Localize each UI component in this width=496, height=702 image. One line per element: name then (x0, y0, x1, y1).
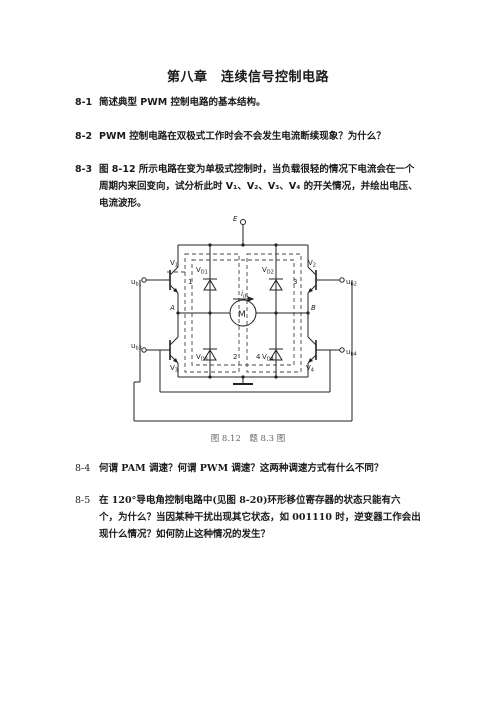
label-vd4: V (262, 353, 267, 361)
label-id-sub: d (243, 294, 247, 300)
svg-text:id: id (241, 290, 247, 300)
svg-text:VD1: VD1 (196, 266, 208, 276)
question-text: 现什么情况？如何防止这种情况的发生？ (99, 529, 271, 540)
label-ub4: u (346, 348, 350, 356)
label-v1-sub: 1 (175, 263, 178, 269)
label-vd1-sub: D1 (201, 270, 208, 276)
chapter-title: 第八章 连续信号控制电路 (166, 70, 329, 85)
diode-vd2-icon (269, 279, 283, 291)
label-vd1: V (196, 266, 201, 274)
svg-text:V3: V3 (170, 364, 178, 374)
diode-vd3-icon (203, 349, 217, 361)
svg-text:V4: V4 (306, 364, 314, 374)
question-number: 8-5 (75, 495, 91, 506)
label-ub2-sub: b2 (350, 282, 356, 288)
path-label-1: 1 (188, 278, 192, 286)
svg-text:VD2: VD2 (262, 266, 274, 276)
label-v3-sub: 3 (175, 368, 178, 374)
label-v3: V (170, 364, 175, 372)
label-v4-sub: 4 (311, 368, 314, 374)
question-text: 周期内来回变向，试分析此时 V₁、V₂、V₃、V₄ 的开关情况，并绘出电压、 (99, 181, 418, 192)
path-label-2: 2 (233, 353, 237, 361)
svg-text:ub4: ub4 (346, 348, 357, 358)
label-motor: M (238, 310, 246, 320)
label-v2: V (308, 259, 313, 267)
question-text: 电流波形。 (99, 198, 147, 209)
question-text: 在 120°导电角控制电路中(见图 8-20)环形移位寄存器的状态只能有六 (99, 495, 401, 506)
h-bridge-circuit-diagram: E A B M id V1 V2 V3 V4 VD1 VD2 VD3 VD4 u… (131, 215, 357, 422)
question-text: 简述典型 PWM 控制电路的基本结构。 (99, 97, 266, 108)
svg-text:V1: V1 (170, 259, 178, 269)
question-text: 个，为什么？当因某种干扰出现其它状态，如 001110 时，逆变器工作会出 (99, 512, 421, 523)
e-terminal (240, 219, 246, 225)
diode-vd1-icon (203, 279, 217, 291)
label-vd3-sub: D3 (201, 357, 208, 363)
question-number: 8-2 (75, 131, 93, 142)
label-ub3-sub: b3 (135, 346, 141, 352)
label-vd3: V (196, 353, 201, 361)
motor-icon (228, 299, 258, 327)
question-text: 图 8-12 所示电路在变为单极式控制时，当负载很轻的情况下电流会在一个 (99, 164, 415, 175)
svg-text:ub1: ub1 (131, 278, 142, 288)
label-vd2: V (262, 266, 267, 274)
question-8-4: 8-4 何谓 PAM 调速？何谓 PWM 调速？这两种调速方式有什么不同？ (75, 460, 435, 477)
label-vd2-sub: D2 (267, 270, 274, 276)
question-8-2: 8-2 PWM 控制电路在双极式工作时会不会发生电流断续现象？为什么？ (75, 128, 435, 145)
svg-text:VD4: VD4 (262, 353, 274, 363)
label-e: E (233, 215, 238, 223)
question-number: 8-4 (75, 463, 91, 474)
label-v4: V (306, 364, 311, 372)
question-8-5: 8-5 在 120°导电角控制电路中(见图 8-20)环形移位寄存器的状态只能有六… (75, 492, 435, 543)
label-ub1-sub: b1 (135, 282, 141, 288)
path-label-4: 4 (256, 353, 261, 361)
svg-text:VD3: VD3 (196, 353, 208, 363)
label-ub3: u (131, 342, 135, 350)
label-id: i (241, 290, 243, 298)
label-ub4-sub: b4 (350, 352, 356, 358)
question-number: 8-1 (75, 97, 93, 108)
question-8-1: 8-1 简述典型 PWM 控制电路的基本结构。 (75, 94, 435, 111)
label-vd4-sub: D4 (267, 357, 274, 363)
question-text: 何谓 PAM 调速？何谓 PWM 调速？这两种调速方式有什么不同？ (99, 463, 384, 474)
label-a: A (169, 304, 175, 312)
question-text: PWM 控制电路在双极式工作时会不会发生电流断续现象？为什么？ (99, 131, 386, 142)
label-ub2: u (346, 278, 350, 286)
svg-text:ub2: ub2 (346, 278, 357, 288)
path-label-3: 3 (293, 278, 297, 286)
label-v2-sub: 2 (313, 263, 316, 269)
figure-caption: 图 8.12 题 8.3 图 (210, 434, 286, 444)
label-v1: V (170, 259, 175, 267)
svg-text:ub3: ub3 (131, 342, 142, 352)
label-b: B (311, 304, 316, 312)
label-ub1: u (131, 278, 135, 286)
question-number: 8-3 (75, 164, 93, 175)
svg-text:V2: V2 (308, 259, 316, 269)
diode-vd4-icon (269, 349, 283, 361)
